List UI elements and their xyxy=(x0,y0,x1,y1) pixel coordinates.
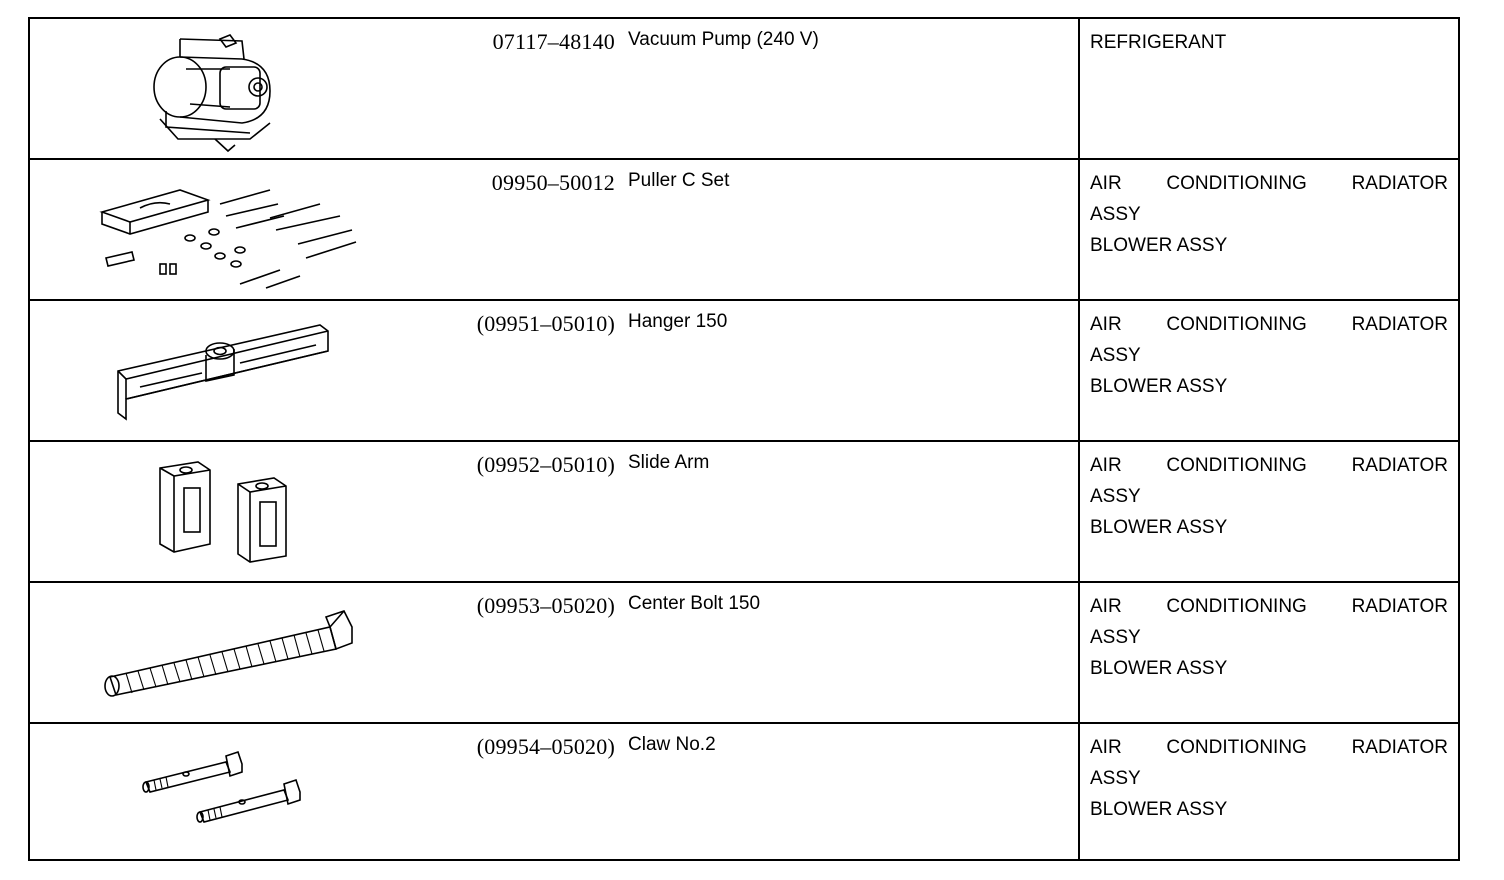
usage-line: AIR CONDITIONING RADIATOR xyxy=(1090,173,1448,194)
part-name: Hanger 150 xyxy=(628,311,728,332)
usage-line: BLOWER ASSY xyxy=(1090,799,1228,820)
usage-line: ASSY xyxy=(1090,486,1141,507)
usage-line: ASSY xyxy=(1090,627,1141,648)
usage-line: BLOWER ASSY xyxy=(1090,658,1228,679)
puller-set-illustration xyxy=(30,160,430,299)
usage-line: AIR CONDITIONING RADIATOR xyxy=(1090,455,1448,476)
usage-line: AIR CONDITIONING RADIATOR xyxy=(1090,314,1448,335)
part-number: 09950–50012 xyxy=(491,170,615,195)
usage-text: AIR CONDITIONING RADIATOR ASSY BLOWER AS… xyxy=(1090,168,1448,261)
table-row: (09953–05020) Center Bolt 150 AIR CONDIT… xyxy=(30,583,1458,724)
part-number: (09951–05010) xyxy=(476,311,615,336)
part-number: (09953–05020) xyxy=(476,593,615,618)
column-divider xyxy=(1078,19,1080,859)
center-bolt-illustration xyxy=(30,583,430,722)
sst-table: 07117–48140 Vacuum Pump (240 V) REFRIGER… xyxy=(28,17,1460,861)
usage-text: AIR CONDITIONING RADIATOR ASSY BLOWER AS… xyxy=(1090,591,1448,684)
part-name: Center Bolt 150 xyxy=(628,593,761,614)
part-number: (09954–05020) xyxy=(476,734,615,759)
slide-arm-illustration xyxy=(30,442,430,581)
usage-line: AIR CONDITIONING RADIATOR xyxy=(1090,596,1448,617)
table-row: (09954–05020) Claw No.2 AIR CONDITIONING… xyxy=(30,724,1458,864)
part-name: Vacuum Pump (240 V) xyxy=(628,29,819,50)
usage-line: ASSY xyxy=(1090,345,1141,366)
table-row: 09950–50012 Puller C Set AIR CONDITIONIN… xyxy=(30,160,1458,301)
usage-text: AIR CONDITIONING RADIATOR ASSY BLOWER AS… xyxy=(1090,732,1448,825)
vacuum-pump-illustration xyxy=(30,19,430,158)
table-row: (09952–05010) Slide Arm AIR CONDITIONING… xyxy=(30,442,1458,583)
usage-line: REFRIGERANT xyxy=(1090,32,1227,53)
usage-text: REFRIGERANT xyxy=(1090,27,1448,58)
usage-text: AIR CONDITIONING RADIATOR ASSY BLOWER AS… xyxy=(1090,309,1448,402)
claw-illustration xyxy=(30,724,430,863)
usage-text: AIR CONDITIONING RADIATOR ASSY BLOWER AS… xyxy=(1090,450,1448,543)
part-number: (09952–05010) xyxy=(476,452,615,477)
table-row: 07117–48140 Vacuum Pump (240 V) REFRIGER… xyxy=(30,19,1458,160)
table-row: (09951–05010) Hanger 150 AIR CONDITIONIN… xyxy=(30,301,1458,442)
hanger-illustration xyxy=(30,301,430,440)
usage-line: ASSY xyxy=(1090,204,1141,225)
usage-line: BLOWER ASSY xyxy=(1090,376,1228,397)
part-name: Claw No.2 xyxy=(628,734,716,755)
usage-line: BLOWER ASSY xyxy=(1090,517,1228,538)
usage-line: ASSY xyxy=(1090,768,1141,789)
usage-line: BLOWER ASSY xyxy=(1090,235,1228,256)
usage-line: AIR CONDITIONING RADIATOR xyxy=(1090,737,1448,758)
part-name: Slide Arm xyxy=(628,452,710,473)
part-name: Puller C Set xyxy=(628,170,730,191)
part-number: 07117–48140 xyxy=(492,29,615,54)
